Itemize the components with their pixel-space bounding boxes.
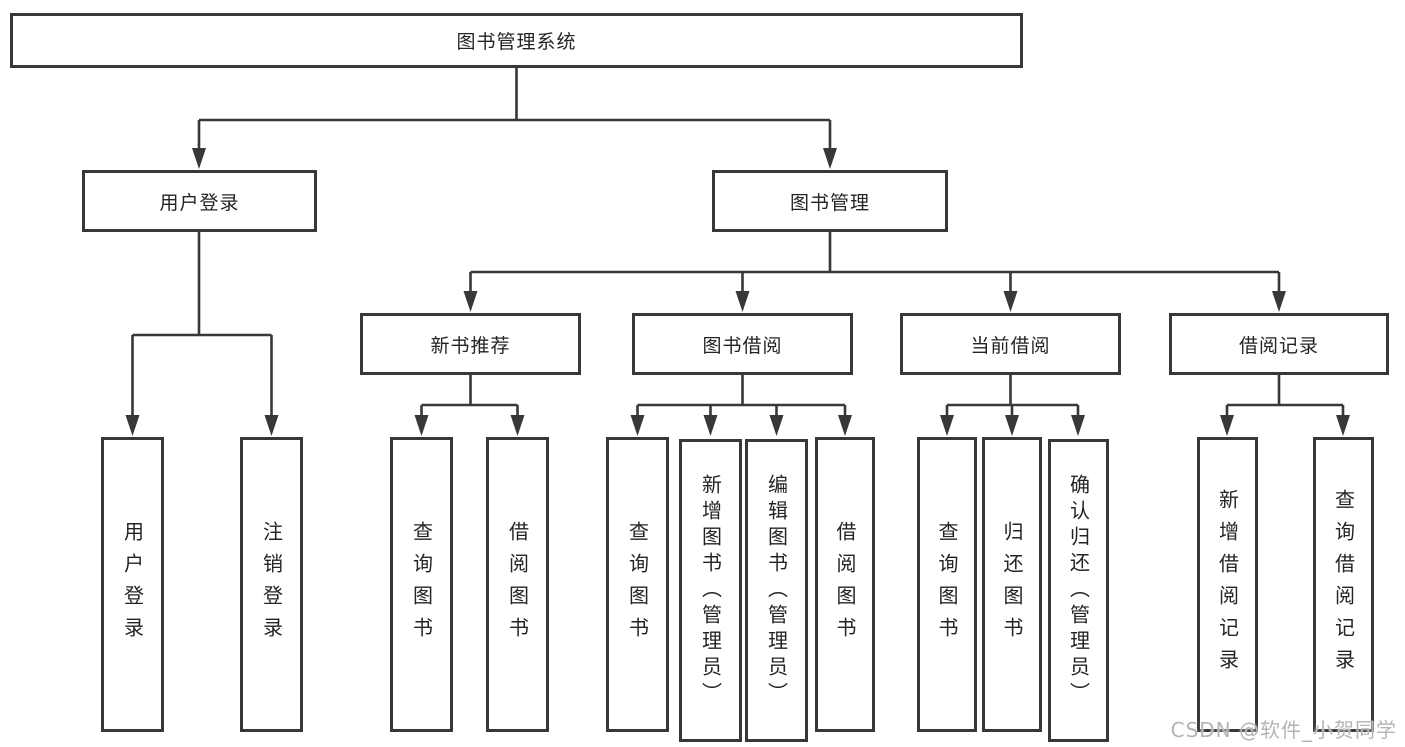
node-book-mgmt: 图书管理: [712, 170, 948, 232]
node-book-borrow: 图书借阅: [632, 313, 853, 375]
leaf-br-add-record: 新增借阅记录: [1197, 437, 1258, 732]
connector-book-mgmt-children: [469, 232, 1281, 294]
leaf-bb-edit-books-admin-label: 编辑图书（管理员）: [764, 473, 789, 708]
leaf-br-add-record-label: 新增借阅记录: [1215, 488, 1240, 681]
node-root-label: 图书管理系统: [456, 31, 577, 53]
connector-book-borrow-children: [636, 375, 847, 418]
leaf-rec-query-books-label: 查询图书: [409, 520, 434, 649]
leaf-bb-edit-books-admin: 编辑图书（管理员）: [745, 439, 808, 742]
leaf-bb-borrow-books-label: 借阅图书: [833, 520, 857, 649]
leaf-cb-confirm-return-admin: 确认归还（管理员）: [1048, 439, 1109, 742]
node-book-borrow-label: 图书借阅: [702, 334, 783, 357]
leaf-bb-add-books-admin: 新增图书（管理员）: [679, 439, 742, 742]
connector-root-to-level1: [197, 68, 832, 150]
node-book-mgmt-label: 图书管理: [789, 191, 870, 214]
leaf-user-login-label: 用户登录: [120, 520, 145, 649]
node-root: 图书管理系统: [10, 13, 1023, 68]
watermark: CSDN @软件_小贺同学: [1170, 718, 1397, 742]
connector-user-login-children: [131, 232, 273, 418]
node-new-book-rec: 新书推荐: [360, 313, 581, 375]
leaf-logout-label: 注销登录: [259, 520, 284, 649]
leaf-cb-return-books: 归还图书: [982, 437, 1042, 732]
leaf-bb-add-books-admin-label: 新增图书（管理员）: [698, 473, 723, 708]
leaf-user-login: 用户登录: [101, 437, 164, 732]
leaf-br-query-record: 查询借阅记录: [1313, 437, 1374, 732]
node-new-book-rec-label: 新书推荐: [430, 334, 511, 357]
leaf-logout: 注销登录: [240, 437, 303, 732]
node-current-borrow-label: 当前借阅: [970, 334, 1051, 357]
node-user-login: 用户登录: [82, 170, 317, 232]
leaf-cb-confirm-return-admin-label: 确认归还（管理员）: [1066, 473, 1091, 708]
leaf-rec-borrow-books: 借阅图书: [486, 437, 549, 732]
node-user-login-label: 用户登录: [159, 191, 240, 214]
arrowheads: [125, 148, 1350, 436]
leaf-rec-borrow-books-label: 借阅图书: [505, 520, 530, 649]
leaf-cb-query-books: 查询图书: [917, 437, 977, 732]
leaf-br-query-record-label: 查询借阅记录: [1331, 488, 1356, 681]
connector-cur-borrow-children: [945, 375, 1080, 418]
connector-borrow-rec-children: [1225, 375, 1345, 418]
connector-new-rec-children: [420, 375, 519, 418]
leaf-bb-query-books: 查询图书: [606, 437, 669, 732]
leaf-cb-query-books-label: 查询图书: [935, 520, 959, 649]
node-borrow-records: 借阅记录: [1169, 313, 1389, 375]
leaf-cb-return-books-label: 归还图书: [1000, 520, 1024, 649]
leaf-bb-query-books-label: 查询图书: [625, 520, 650, 649]
leaf-rec-query-books: 查询图书: [390, 437, 453, 732]
node-current-borrow: 当前借阅: [900, 313, 1121, 375]
node-borrow-records-label: 借阅记录: [1238, 334, 1319, 357]
leaf-bb-borrow-books: 借阅图书: [815, 437, 875, 732]
